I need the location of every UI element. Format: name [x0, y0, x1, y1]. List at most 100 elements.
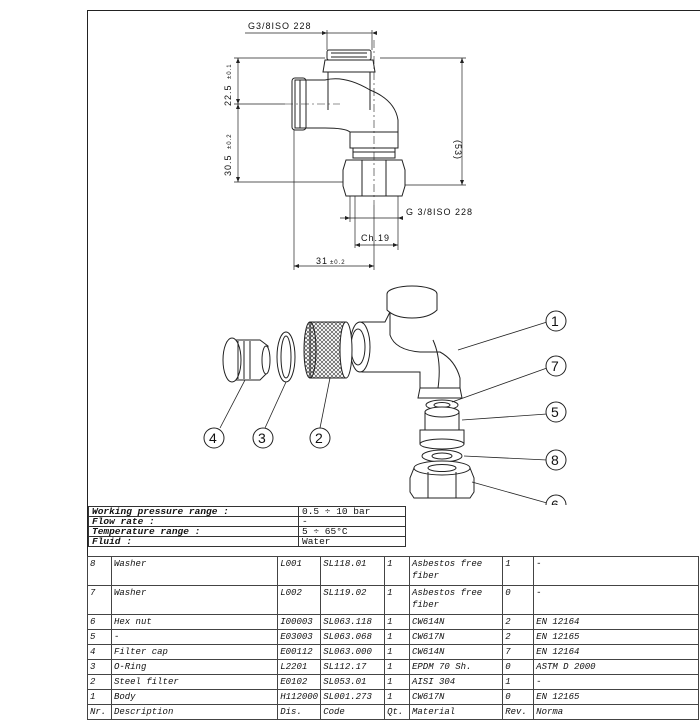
cell-norma: - — [533, 585, 699, 615]
callout-2: 2 — [315, 430, 323, 446]
spec-row: Flow rate : - — [88, 516, 406, 527]
part-body — [349, 285, 463, 399]
header-qt: Qt. — [384, 704, 410, 720]
table-row: 2 Steel filter E0102 SL053.01 1 AISI 304… — [87, 674, 699, 690]
cell-qt: 1 — [384, 674, 410, 690]
spec-value: - — [298, 516, 406, 527]
cell-description: Steel filter — [110, 674, 279, 690]
cell-dis: L001 — [277, 556, 322, 586]
cell-rev: 2 — [502, 629, 535, 645]
callout-leaders — [219, 321, 548, 504]
cell-description: O-Ring — [110, 659, 279, 675]
cell-rev: 0 — [502, 585, 535, 615]
spec-row: Temperature range : 5 ÷ 65°C — [88, 526, 406, 537]
cell-norma: - — [533, 556, 699, 586]
cell-dis: H112000 — [277, 689, 322, 705]
cell-qt: 1 — [384, 644, 410, 660]
cell-rev: 1 — [502, 556, 535, 586]
callout-1: 1 — [551, 313, 559, 329]
cell-code: SL053.01 — [320, 674, 386, 690]
dim-length-tol: ±0.2 — [330, 260, 346, 266]
cell-norma: EN 12165 — [533, 629, 699, 645]
technical-drawing: G3/8ISO 228 G 3/8ISO 228 Ch.19 31 ±0.2 2… — [203, 21, 567, 505]
specs-table: Working pressure range : 0.5 ÷ 10 bar Fl… — [88, 506, 406, 547]
dimension-lines — [234, 30, 466, 270]
cell-dis: E03003 — [277, 629, 322, 645]
dim-length: 31 — [316, 256, 328, 266]
header-nr: Nr. — [87, 704, 112, 720]
cell-dis: L002 — [277, 585, 322, 615]
cell-material: CW617N — [408, 629, 504, 645]
cell-dis: E00112 — [277, 644, 322, 660]
sheet-frame — [87, 10, 700, 700]
spec-label: Fluid : — [88, 536, 299, 547]
callout-8: 8 — [551, 452, 559, 468]
dim-lower-tol: ±0.2 — [227, 133, 233, 149]
cell-material: CW614N — [408, 614, 504, 630]
exploded-view — [222, 285, 475, 499]
cell-nr: 8 — [87, 556, 112, 586]
cell-material: CW614N — [408, 644, 504, 660]
cell-rev: 2 — [502, 614, 535, 630]
cell-norma: EN 12165 — [533, 689, 699, 705]
cell-rev: 7 — [502, 644, 535, 660]
cell-nr: 2 — [87, 674, 112, 690]
part-hex-nut — [409, 460, 475, 499]
callout-6: 6 — [551, 497, 559, 505]
cell-norma: - — [533, 674, 699, 690]
cell-norma: ASTM D 2000 — [533, 659, 699, 675]
callout-3: 3 — [258, 430, 266, 446]
dim-hex: Ch.19 — [361, 233, 390, 243]
callout-7: 7 — [551, 358, 559, 374]
cell-description: Washer — [110, 556, 279, 586]
cell-qt: 1 — [384, 556, 410, 586]
dim-upper-height: 22.5 — [223, 84, 233, 106]
cell-norma: EN 12164 — [533, 644, 699, 660]
cell-norma: EN 12164 — [533, 614, 699, 630]
cell-description: Filter cap — [110, 644, 279, 660]
cell-code: SL119.02 — [320, 585, 386, 615]
spec-value: 5 ÷ 65°C — [298, 526, 406, 537]
cell-code: SL112.17 — [320, 659, 386, 675]
cell-nr: 5 — [87, 629, 112, 645]
cell-material: EPDM 70 Sh. — [408, 659, 504, 675]
callouts: 1 2 3 4 5 6 7 8 — [203, 310, 567, 505]
cell-material: CW617N — [408, 689, 504, 705]
cell-nr: 1 — [87, 689, 112, 705]
part-washer-8 — [421, 449, 463, 463]
technical-sheet: G3/8ISO 228 G 3/8ISO 228 Ch.19 31 ±0.2 2… — [87, 10, 700, 720]
table-row: 8 Washer L001 SL118.01 1 Asbestos free f… — [87, 556, 699, 586]
part-fitting-5 — [419, 406, 465, 450]
cell-qt: 1 — [384, 659, 410, 675]
cell-code: SL063.000 — [320, 644, 386, 660]
table-row: 6 Hex nut I00003 SL063.118 1 CW614N 2 EN… — [87, 614, 699, 630]
cell-dis: L2201 — [277, 659, 322, 675]
header-description: Description — [110, 704, 279, 720]
spec-row: Fluid : Water — [88, 536, 406, 547]
header-material: Material — [408, 704, 504, 720]
table-row: 1 Body H112000 SL001.273 1 CW617N 0 EN 1… — [87, 689, 699, 705]
cell-description: Body — [110, 689, 279, 705]
cell-qt: 1 — [384, 629, 410, 645]
cell-rev: 0 — [502, 659, 535, 675]
part-filter-cap — [222, 337, 271, 383]
table-row: 4 Filter cap E00112 SL063.000 1 CW614N 7… — [87, 644, 699, 660]
dim-upper-tol: ±0.1 — [227, 63, 233, 79]
elevation-view — [285, 40, 406, 205]
cell-qt: 1 — [384, 614, 410, 630]
header-rev: Rev. — [502, 704, 535, 720]
callout-5: 5 — [551, 404, 559, 420]
header-code: Code — [320, 704, 386, 720]
table-row: 3 O-Ring L2201 SL112.17 1 EPDM 70 Sh. 0 … — [87, 659, 699, 675]
spec-value: Water — [298, 536, 406, 547]
cell-code: SL063.068 — [320, 629, 386, 645]
part-steel-filter — [303, 321, 353, 379]
dim-side-thread: G 3/8ISO 228 — [406, 207, 473, 217]
cell-qt: 1 — [384, 689, 410, 705]
cell-material: Asbestos free fiber — [408, 585, 504, 615]
cell-nr: 6 — [87, 614, 112, 630]
cell-code: SL063.118 — [320, 614, 386, 630]
cell-rev: 0 — [502, 689, 535, 705]
cell-description: Washer — [110, 585, 279, 615]
part-o-ring — [276, 331, 296, 383]
